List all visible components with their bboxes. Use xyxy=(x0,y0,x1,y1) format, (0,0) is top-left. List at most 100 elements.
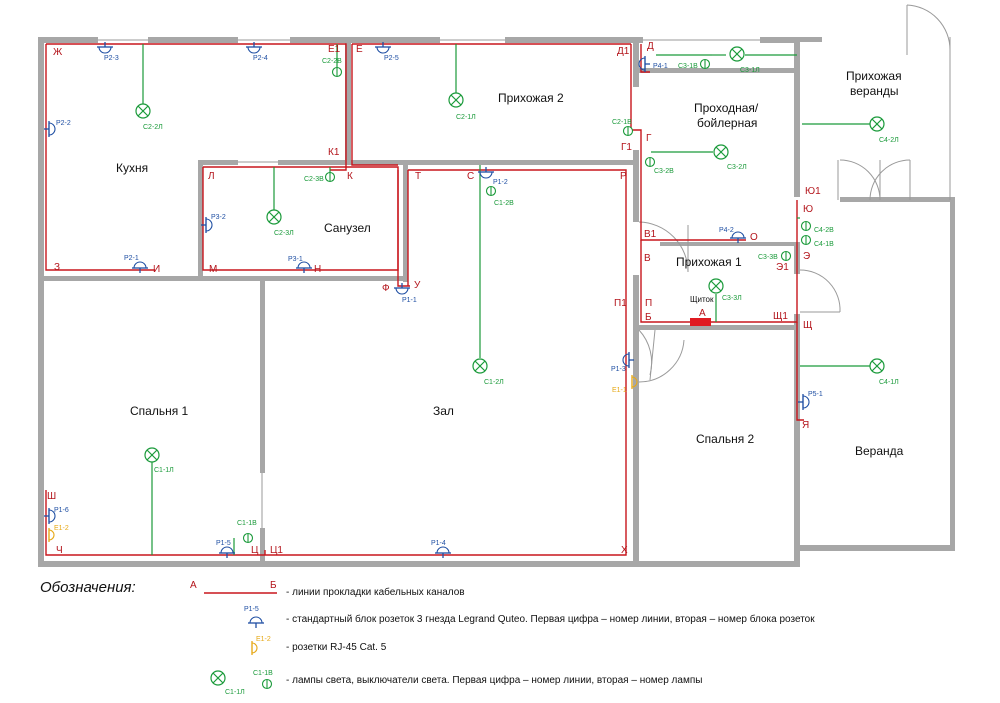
room-veranda-hall: Прихожая веранды xyxy=(846,69,905,98)
pt-p: П xyxy=(645,298,652,309)
switch-label: С1-2В xyxy=(494,200,514,207)
sockets: Р2-3 Р2-4 Р2-5 Р2-2 Р2-1 Р3-2 Р3-1 Р1-1 … xyxy=(43,41,823,559)
pt-e1a: Э1 xyxy=(776,262,789,273)
socket-icon xyxy=(434,546,452,559)
lamp-label: С2-3Л xyxy=(274,230,294,237)
pt-k: К xyxy=(347,171,353,182)
pt-t: Т xyxy=(415,171,421,182)
socket-label: Р2-4 xyxy=(253,55,268,62)
socket-label: Р4-1 xyxy=(653,63,668,70)
switches: С2-2В С2-1В С3-1В С3-2В С2-3В С1-2В С4-2… xyxy=(237,58,834,544)
pt-f: Ф xyxy=(382,283,390,294)
pt-z: З xyxy=(54,262,60,273)
legend-line-b: Б xyxy=(270,580,277,591)
room-kitchen: Кухня xyxy=(116,161,148,175)
pt-k1: К1 xyxy=(328,147,340,158)
socket-label: Р2-1 xyxy=(124,255,139,262)
switch-label: С3-3В xyxy=(758,254,778,261)
legend: Обозначения: А Б - линии прокладки кабел… xyxy=(40,579,815,696)
switch-label: С2-2В xyxy=(322,58,342,65)
room-zal: Зал xyxy=(433,404,454,418)
rj45-label: Е1-2 xyxy=(54,525,69,532)
lamp-label: С4-1Л xyxy=(879,379,899,386)
legend-rj-label: Е1-2 xyxy=(256,636,271,643)
room-hall1: Прихожая 1 xyxy=(676,255,742,269)
switch-icon xyxy=(485,185,497,197)
rj45-label: Е1-1 xyxy=(612,387,627,394)
pt-e: Е xyxy=(356,44,363,55)
pt-zh: Ж xyxy=(53,47,63,58)
switch-icon xyxy=(242,532,254,544)
socket-label: Р3-2 xyxy=(211,214,226,221)
room-veranda-hall-line2: веранды xyxy=(850,84,899,98)
switch-icon xyxy=(780,250,792,262)
cable-lines xyxy=(45,43,804,556)
pt-m: М xyxy=(209,264,217,275)
switch-label: С2-1В xyxy=(612,119,632,126)
lamp-icon xyxy=(448,92,464,108)
switch-label: С4-2В xyxy=(814,227,834,234)
legend-lamp-label: С1-1Л xyxy=(225,689,245,696)
pt-ts: Ц xyxy=(251,545,259,556)
lamp-label: С2-1Л xyxy=(456,114,476,121)
pt-e1: Е1 xyxy=(328,44,341,55)
pt-a: А xyxy=(699,308,706,319)
lamp-icon xyxy=(472,358,488,374)
rj45-sockets: Е1-1 Е1-2 xyxy=(48,374,638,543)
pt-u: У xyxy=(414,280,421,291)
switch-icon xyxy=(800,234,812,246)
legend-line-a: А xyxy=(190,580,197,591)
pt-i: И xyxy=(153,264,160,275)
switch-icon xyxy=(699,58,711,70)
socket-label: Р1-5 xyxy=(216,540,231,547)
lamp-icon xyxy=(266,209,282,225)
switch-icon xyxy=(800,220,812,232)
room-bedroom1: Спальня 1 xyxy=(130,404,189,418)
room-labels: Кухня Прихожая 2 Прихожая веранды Проход… xyxy=(116,69,905,458)
pt-shch: Щ xyxy=(803,320,812,331)
pt-ch: Ч xyxy=(56,545,63,556)
pt-s: С xyxy=(467,171,474,182)
socket-icon xyxy=(218,546,236,559)
legend-cable-text: - линии прокладки кабельных каналов xyxy=(286,586,465,598)
pt-g: Г xyxy=(646,133,652,144)
panel-box xyxy=(690,318,711,326)
lamp-icon xyxy=(869,358,885,374)
socket-label: Р1-1 xyxy=(402,297,417,304)
lamp-icon xyxy=(144,447,160,463)
lamp-label: С3-2Л xyxy=(727,164,747,171)
switch-icon xyxy=(331,66,343,78)
socket-label: Р4-2 xyxy=(719,227,734,234)
pt-o: О xyxy=(750,232,758,243)
socket-label: Р2-2 xyxy=(56,120,71,127)
socket-label: Р5-1 xyxy=(808,391,823,398)
room-boiler: Проходная/ бойлерная xyxy=(694,101,762,130)
switch-icon xyxy=(324,171,336,183)
legend-switch-label: С1-1В xyxy=(253,670,273,677)
pt-yu: Ю xyxy=(803,204,813,215)
light-wiring xyxy=(142,44,870,555)
room-veranda-hall-line1: Прихожая xyxy=(846,69,902,83)
switch-label: С3-2В xyxy=(654,168,674,175)
doors xyxy=(98,4,951,528)
electrical-panel: Щиток xyxy=(690,295,714,326)
socket-label: Р1-6 xyxy=(54,507,69,514)
pt-v: В xyxy=(644,253,651,264)
pt-n: Н xyxy=(314,264,321,275)
switch-label: С3-1В xyxy=(678,63,698,70)
pt-v1: В1 xyxy=(644,229,657,240)
legend-switch-icon xyxy=(261,678,273,690)
socket-label: Р1-2 xyxy=(493,179,508,186)
room-veranda: Веранда xyxy=(855,444,904,458)
pt-ea: Э xyxy=(803,251,810,262)
lamp-icon xyxy=(869,116,885,132)
socket-label: Р1-3 xyxy=(611,366,626,373)
room-boiler-line2: бойлерная xyxy=(697,116,757,130)
room-bathroom: Санузел xyxy=(324,221,371,235)
pt-kh: Х xyxy=(621,545,628,556)
pt-shch1: Щ1 xyxy=(773,311,788,322)
lamp-label: С1-1Л xyxy=(154,467,174,474)
switch-label: С1-1В xyxy=(237,520,257,527)
pt-r: Р xyxy=(620,171,627,182)
